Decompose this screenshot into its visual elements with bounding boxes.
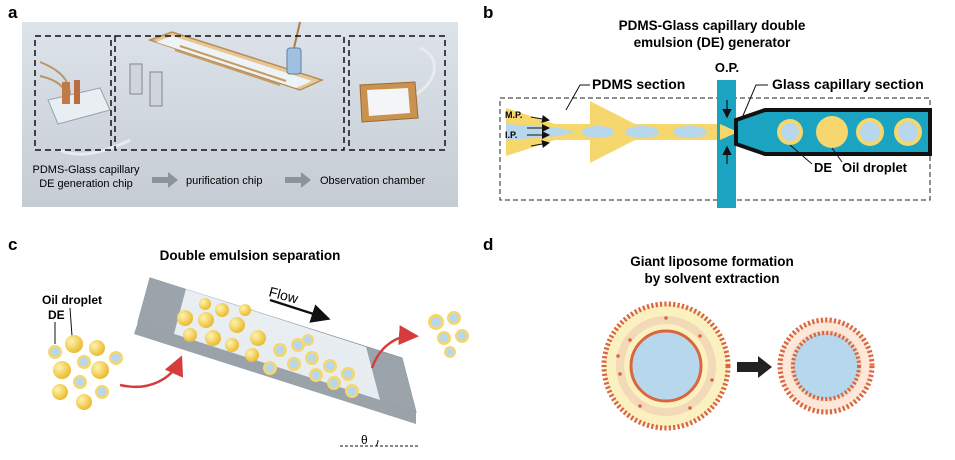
- caption-chip2: purification chip: [186, 175, 262, 187]
- panel-letter-d: d: [483, 235, 493, 254]
- outlet-reservoir: [366, 347, 416, 412]
- dashed-box-chip2: [114, 35, 345, 151]
- inner-droplet: [673, 126, 707, 138]
- double-emulsion-core: [860, 122, 880, 142]
- mp-label: M.P.: [505, 110, 522, 120]
- leader-line: [69, 307, 73, 337]
- panel-b-title-line2: emulsion (DE) generator: [634, 35, 792, 50]
- red-input-arrow: [119, 355, 184, 388]
- caption-chip3: Observation chamber: [320, 175, 425, 187]
- de-label: DE: [48, 308, 65, 322]
- panel-d-title-line2: by solvent extraction: [644, 271, 779, 286]
- caption-chip1-line1: PDMS-Glass capillary: [33, 164, 140, 176]
- glass-section-label: Glass capillary section: [772, 76, 924, 92]
- observation-chamber: [359, 81, 419, 123]
- flow-arrow: [530, 115, 550, 123]
- panel-a: a: [8, 3, 458, 207]
- panel-letter-c: c: [8, 235, 17, 254]
- flow-arrow: [530, 140, 550, 148]
- input-droplet-mixture: [48, 335, 123, 410]
- process-arrow: [737, 356, 772, 378]
- pdms-section-label: PDMS section: [592, 76, 685, 92]
- separation-chip-side: [134, 322, 416, 424]
- flow-arrow: [269, 298, 331, 323]
- panel-letter-a: a: [8, 3, 18, 22]
- inner-droplet: [582, 126, 614, 138]
- op-label: O.P.: [715, 60, 739, 75]
- double-emulsion-before: [601, 301, 731, 431]
- dashed-box-chip1: [34, 35, 112, 151]
- red-output-arrow: [370, 325, 419, 369]
- tubing: [414, 46, 436, 97]
- de-label: DE: [814, 160, 832, 175]
- panel-c: c Double emulsion separation Flow: [8, 235, 469, 447]
- inlet-reservoir: [138, 278, 186, 334]
- ip-label: I.P.: [505, 130, 517, 140]
- panel-c-title: Double emulsion separation: [160, 248, 341, 263]
- panel-d: d Giant liposome formation by solvent ex…: [483, 235, 875, 431]
- gray-arrow: [152, 172, 178, 188]
- double-emulsion-core: [781, 123, 799, 141]
- leader-line: [831, 147, 843, 163]
- panel-b-title-line1: PDMS-Glass capillary double: [619, 18, 806, 33]
- leader-line: [789, 144, 813, 165]
- droplets-in-chip: [177, 298, 359, 398]
- panel-letter-b: b: [483, 3, 493, 22]
- panel-d-title-line1: Giant liposome formation: [630, 254, 794, 269]
- theta-label: θ: [361, 433, 368, 447]
- de-generation-chip: [47, 80, 111, 125]
- outer-phase-channel: [717, 80, 736, 208]
- gray-arrow: [285, 172, 311, 188]
- purification-chip: [129, 21, 325, 107]
- angle-arc: [375, 439, 379, 447]
- dashed-box-chamber: [348, 35, 446, 151]
- oil-droplet-label: Oil droplet: [842, 160, 908, 175]
- double-emulsion-in-chip: [263, 334, 359, 398]
- caption-chip1-line2: DE generation chip: [39, 178, 133, 190]
- leader-line: [741, 84, 768, 119]
- output-double-emulsions: [428, 311, 469, 358]
- inner-droplet: [625, 126, 659, 138]
- leader-line: [565, 84, 590, 111]
- panel-b: b PDMS-Glass capillary double emulsion (…: [483, 3, 932, 208]
- oil-droplet: [816, 116, 848, 148]
- double-emulsion-core: [898, 122, 918, 142]
- neck: [720, 124, 738, 140]
- giant-liposome-after: [777, 317, 875, 415]
- tubing: [59, 138, 131, 156]
- inner-phase-stream: [506, 124, 575, 140]
- tubing: [299, 31, 361, 41]
- oil-droplet-label: Oil droplet: [42, 293, 102, 307]
